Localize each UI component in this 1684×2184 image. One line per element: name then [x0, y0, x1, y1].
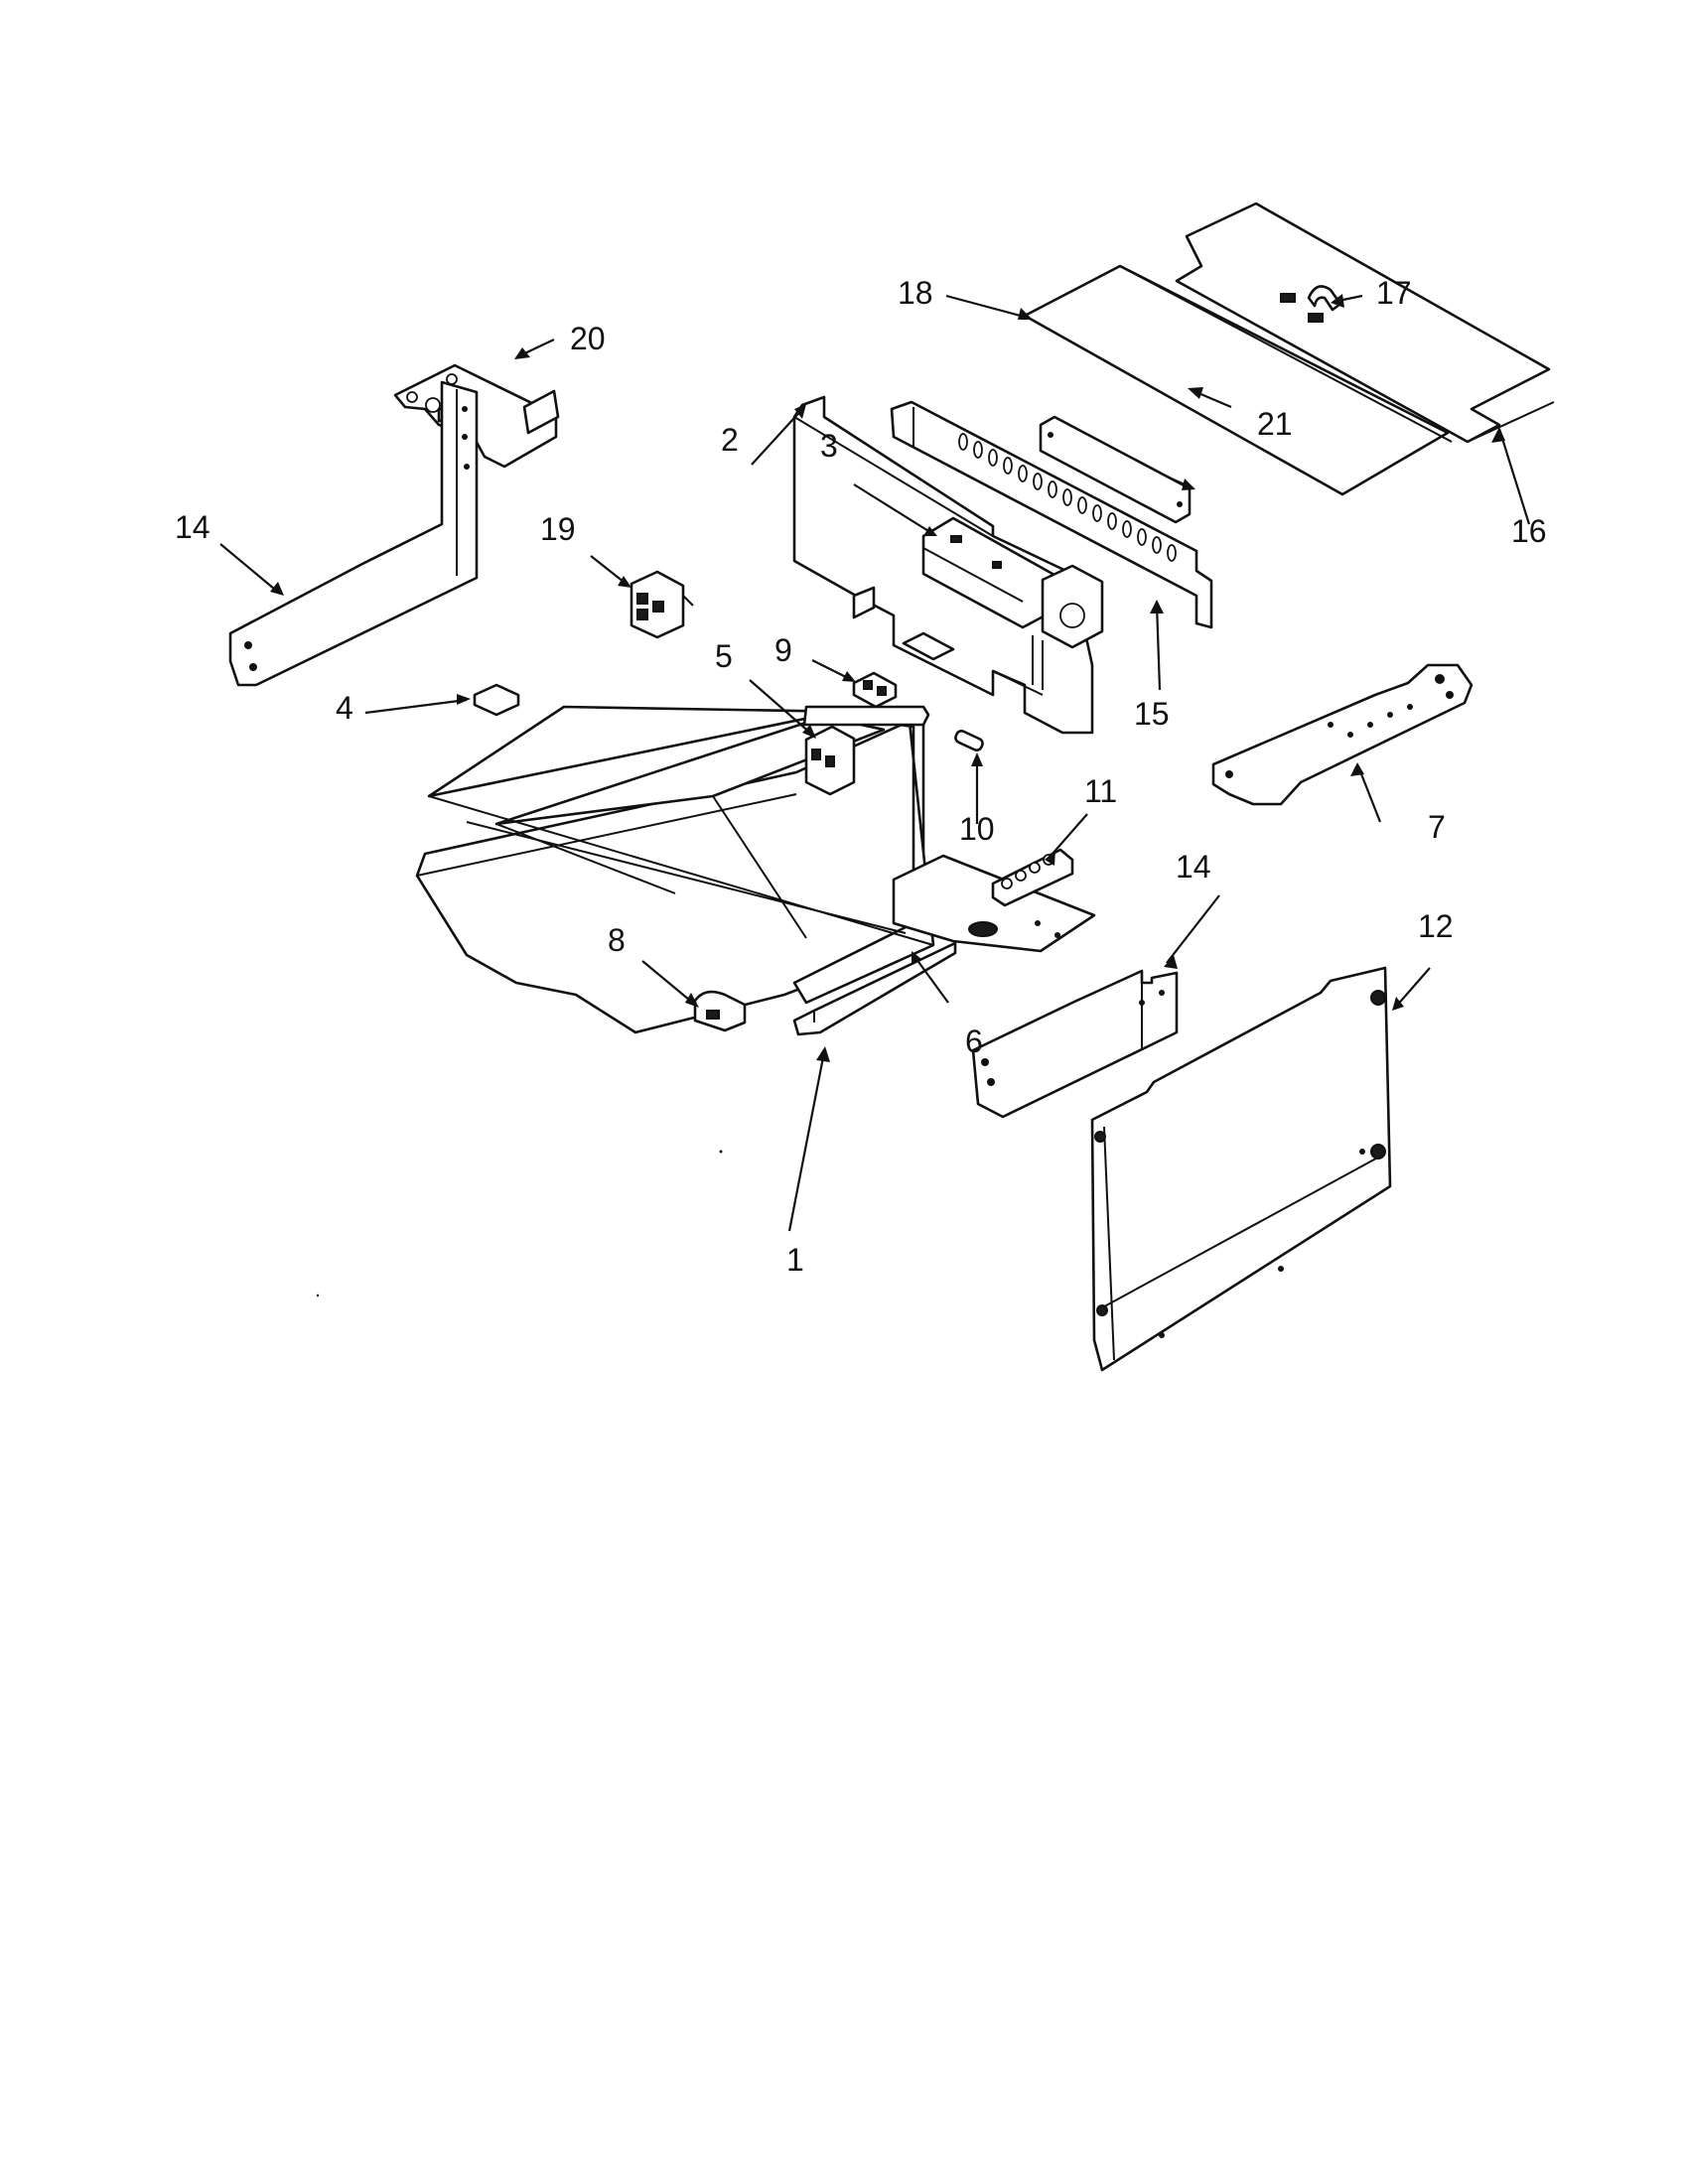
part-7-mounting-plate: [1211, 663, 1474, 806]
part-15-vented-panel: [890, 400, 1213, 629]
callout-10: 10: [959, 811, 995, 847]
callout-7: 7: [1428, 809, 1446, 845]
callout-12: 12: [1418, 908, 1454, 944]
callout-21: 21: [1257, 406, 1293, 442]
callout-labels: 1 2 3 4 5 6 7 8 9 10 11 12 14 14 15 16 1…: [175, 275, 1547, 1278]
callout-1: 1: [786, 1242, 804, 1278]
part-1-lower-rail: [792, 941, 957, 1036]
part-6-burner-shield: [427, 705, 935, 1005]
callout-18: 18: [898, 275, 933, 311]
callout-14-right: 14: [1176, 849, 1211, 885]
scan-speck: [316, 1294, 320, 1297]
callout-5: 5: [715, 638, 733, 674]
part-16-top-shield: [1175, 202, 1555, 444]
callout-9: 9: [774, 632, 792, 668]
part-21-cover-strip: [1039, 415, 1192, 524]
part-19-switch: [630, 570, 694, 639]
part-10-pin: [954, 729, 984, 752]
part-17-clip: [1280, 285, 1342, 323]
leader-lines: [219, 294, 1531, 1232]
part-4-spacer: [473, 683, 520, 717]
burner-cross-tray: [892, 854, 1096, 953]
callout-11: 11: [1084, 773, 1117, 809]
scan-speck: [719, 1150, 723, 1154]
callout-6: 6: [965, 1024, 983, 1059]
callout-8: 8: [608, 922, 626, 958]
callout-16: 16: [1511, 513, 1547, 549]
callout-3: 3: [820, 428, 838, 464]
callout-19: 19: [540, 511, 576, 547]
part-14-side-bracket-right: [971, 969, 1179, 1119]
part-12-front-panel: [1090, 966, 1392, 1372]
part-5-switch: [802, 705, 930, 796]
callout-20: 20: [570, 321, 606, 356]
part-14-side-bracket-left: [228, 380, 479, 687]
part-18-insulation: [1023, 264, 1453, 496]
leader-arrowheads: [270, 294, 1505, 1062]
callout-4: 4: [336, 690, 353, 726]
part-8-clip: [693, 990, 747, 1032]
vent-holes: [958, 433, 1177, 562]
callout-17: 17: [1376, 275, 1412, 311]
callout-2: 2: [721, 422, 739, 458]
callout-15: 15: [1134, 696, 1170, 732]
callout-14-left: 14: [175, 509, 210, 545]
part-9-connector: [852, 671, 898, 709]
part-3-valve-assembly: [921, 516, 1104, 690]
